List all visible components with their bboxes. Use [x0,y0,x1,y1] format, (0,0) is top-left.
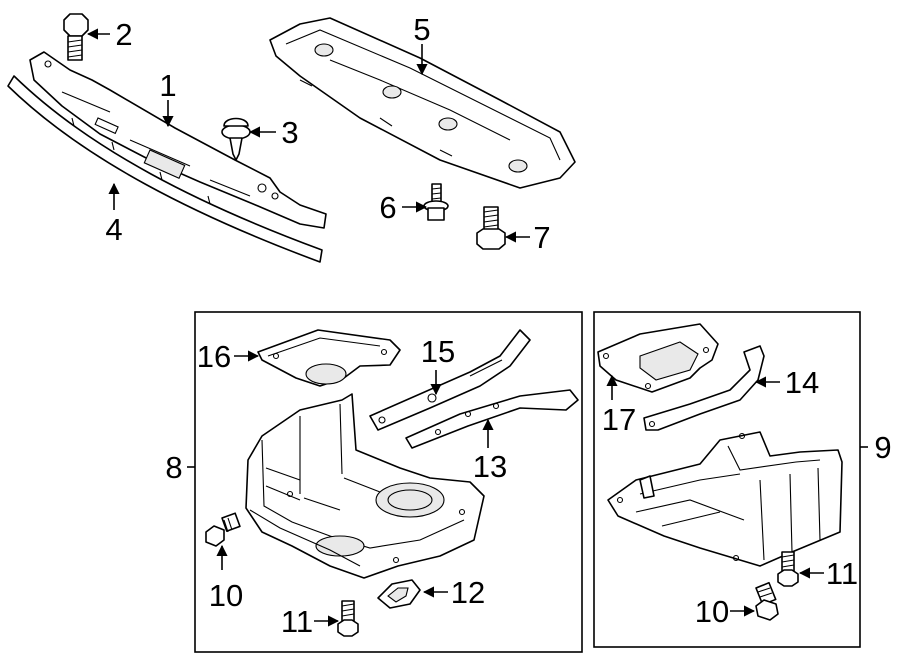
callout-16: 16 [197,339,231,374]
deflector-strip-part [7,75,323,263]
bolt-part-11-left [337,600,359,637]
leader-lines [86,28,824,627]
callout-4: 4 [105,212,122,247]
callout-13: 13 [473,449,507,484]
bolt-part-7 [476,206,506,250]
assembly-8-box [194,311,583,653]
bolt-part-2 [63,13,89,61]
callout-3: 3 [281,115,298,150]
shield-plate-part-16 [257,329,401,387]
under-cover-part-8 [245,393,485,579]
bolt-part-11-right [777,551,799,587]
callout-12: 12 [451,575,485,610]
shield-plate-part-17 [597,323,719,393]
rail-bracket-part-14 [643,345,765,431]
callout-6: 6 [379,190,396,225]
callout-2: 2 [115,17,132,52]
callout-17: 17 [602,402,636,437]
callout-10-right: 10 [695,594,729,629]
top-under-cover-part [269,17,576,189]
rail-bracket-part-13 [405,389,579,449]
bolt-part-10-right [755,581,779,621]
callout-9: 9 [874,430,891,465]
callout-11-right: 11 [826,556,858,591]
callout-7: 7 [533,220,550,255]
upper-shield-plate-part [29,51,327,229]
assembly-9-box [593,311,861,648]
callout-5: 5 [413,12,430,47]
callout-8: 8 [165,450,182,485]
gasket-part-12 [377,579,421,609]
callout-1: 1 [159,68,176,103]
bolt-part-10-left [205,512,241,547]
flange-bolt-part-6 [423,183,449,221]
callout-11-left: 11 [281,604,313,639]
callout-labels: 1 2 3 4 5 6 7 8 9 10 10 11 11 12 13 14 1… [105,12,891,639]
callout-14: 14 [785,365,819,400]
push-clip-part-3 [221,117,251,161]
callout-10-left: 10 [209,578,243,613]
callout-15: 15 [421,334,455,369]
under-cover-part-9 [607,431,843,567]
